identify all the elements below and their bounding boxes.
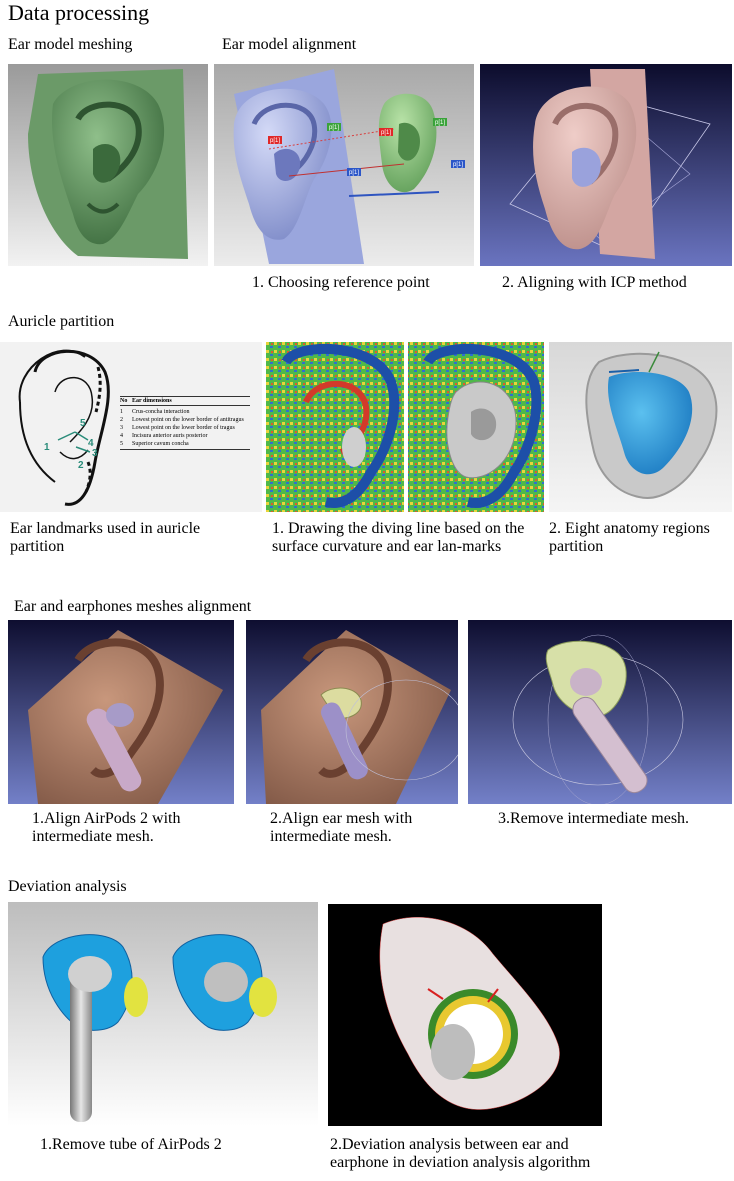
deviation-colormap-image [328, 904, 602, 1126]
table-cell: Superior cavum concha [132, 441, 189, 447]
landmarks-panel: 1 2 3 4 5 No Ear dimensions 1 Crus-conch… [0, 342, 262, 512]
point-label: p[1] [453, 162, 463, 168]
icp-alignment-panel [480, 64, 732, 266]
partition-caption-2: 1. Drawing the diving line based on the … [272, 520, 525, 556]
section-heading-deviation: Deviation analysis [8, 878, 127, 895]
landmark-table: No Ear dimensions 1 Crus-concha interact… [120, 396, 250, 450]
section-heading-meshing: Ear model meshing [8, 36, 133, 53]
table-cell: 1 [120, 409, 123, 415]
deviation-caption-2: 2.Deviation analysis between ear and ear… [330, 1136, 591, 1172]
table-cell: Lowest point on the lower border of trag… [132, 425, 235, 431]
landmark-table-header: No Ear dimensions [120, 396, 250, 406]
point-label: p[1] [329, 125, 339, 131]
blue-ear-reference-points-image: p[1] p[1] p[1] p[1] p[1] p[1] [214, 64, 474, 266]
landmark-table-header-no: No [120, 398, 128, 404]
reference-point-panel: p[1] p[1] p[1] p[1] p[1] p[1] [214, 64, 474, 266]
table-row: 3 Lowest point on the lower border of tr… [120, 423, 250, 431]
green-ear-mesh-image [8, 64, 208, 266]
table-cell: Lowest point on the lower border of anti… [132, 417, 244, 423]
point-label: p[1] [349, 170, 359, 176]
table-row: 4 Incisura anterior auris posterior [120, 431, 250, 439]
pink-blue-ear-overlay-image [480, 64, 732, 266]
table-cell: 3 [120, 425, 123, 431]
point-label: p[1] [435, 120, 445, 126]
alignment-caption-1: 1. Choosing reference point [252, 274, 430, 291]
curvature-map-image [266, 342, 544, 512]
landmark-number: 5 [80, 418, 86, 429]
airpods-mesh-image [468, 620, 732, 804]
partition-caption-3: 2. Eight anatomy regions partition [549, 520, 710, 556]
remove-tube-panel [8, 902, 318, 1126]
ear-airpods-image [8, 620, 234, 804]
landmark-number: 4 [88, 438, 94, 449]
point-label: p[1] [381, 130, 391, 136]
airpods-in-ear-cutaway-image [8, 902, 318, 1126]
partition-caption-1: Ear landmarks used in auricle partition [10, 520, 201, 556]
landmark-number: 2 [78, 460, 84, 471]
airpods-intermediate-panel [8, 620, 234, 804]
landmark-number: 3 [92, 448, 98, 459]
page-title: Data processing [8, 0, 150, 25]
table-cell: 5 [120, 441, 123, 447]
deviation-caption-1: 1.Remove tube of AirPods 2 [40, 1136, 222, 1153]
earphone-caption-1: 1.Align AirPods 2 with intermediate mesh… [32, 810, 181, 846]
section-heading-earphone-alignment: Ear and earphones meshes alignment [14, 598, 252, 615]
table-cell: Crus-concha interaction [132, 409, 190, 415]
earphone-caption-2: 2.Align ear mesh with intermediate mesh. [270, 810, 413, 846]
anatomy-regions-panel [549, 342, 732, 512]
remove-intermediate-panel [468, 620, 732, 804]
ear-mesh-intermediate-panel [246, 620, 458, 804]
table-cell: Incisura anterior auris posterior [132, 433, 208, 439]
table-cell: 2 [120, 417, 123, 423]
ear-mesh-intermediate-image [246, 620, 458, 804]
section-heading-alignment: Ear model alignment [222, 36, 357, 53]
landmark-number: 1 [44, 442, 50, 453]
table-row: 1 Crus-concha interaction [120, 406, 250, 415]
alignment-caption-2: 2. Aligning with ICP method [502, 274, 687, 291]
ear-outline-landmarks-image: 1 2 3 4 5 [18, 349, 110, 506]
section-heading-partition: Auricle partition [8, 313, 115, 330]
table-row: 2 Lowest point on the lower border of an… [120, 415, 250, 423]
eight-regions-image [549, 342, 732, 512]
table-row: 5 Superior cavum concha [120, 439, 250, 450]
table-cell: 4 [120, 433, 123, 439]
curvature-maps-panel [266, 342, 544, 512]
ear-mesh-panel [8, 64, 208, 266]
point-label: p[1] [270, 138, 280, 144]
landmark-table-header-dim: Ear dimensions [132, 398, 172, 404]
deviation-analysis-panel [328, 904, 602, 1126]
earphone-caption-3: 3.Remove intermediate mesh. [498, 810, 690, 827]
